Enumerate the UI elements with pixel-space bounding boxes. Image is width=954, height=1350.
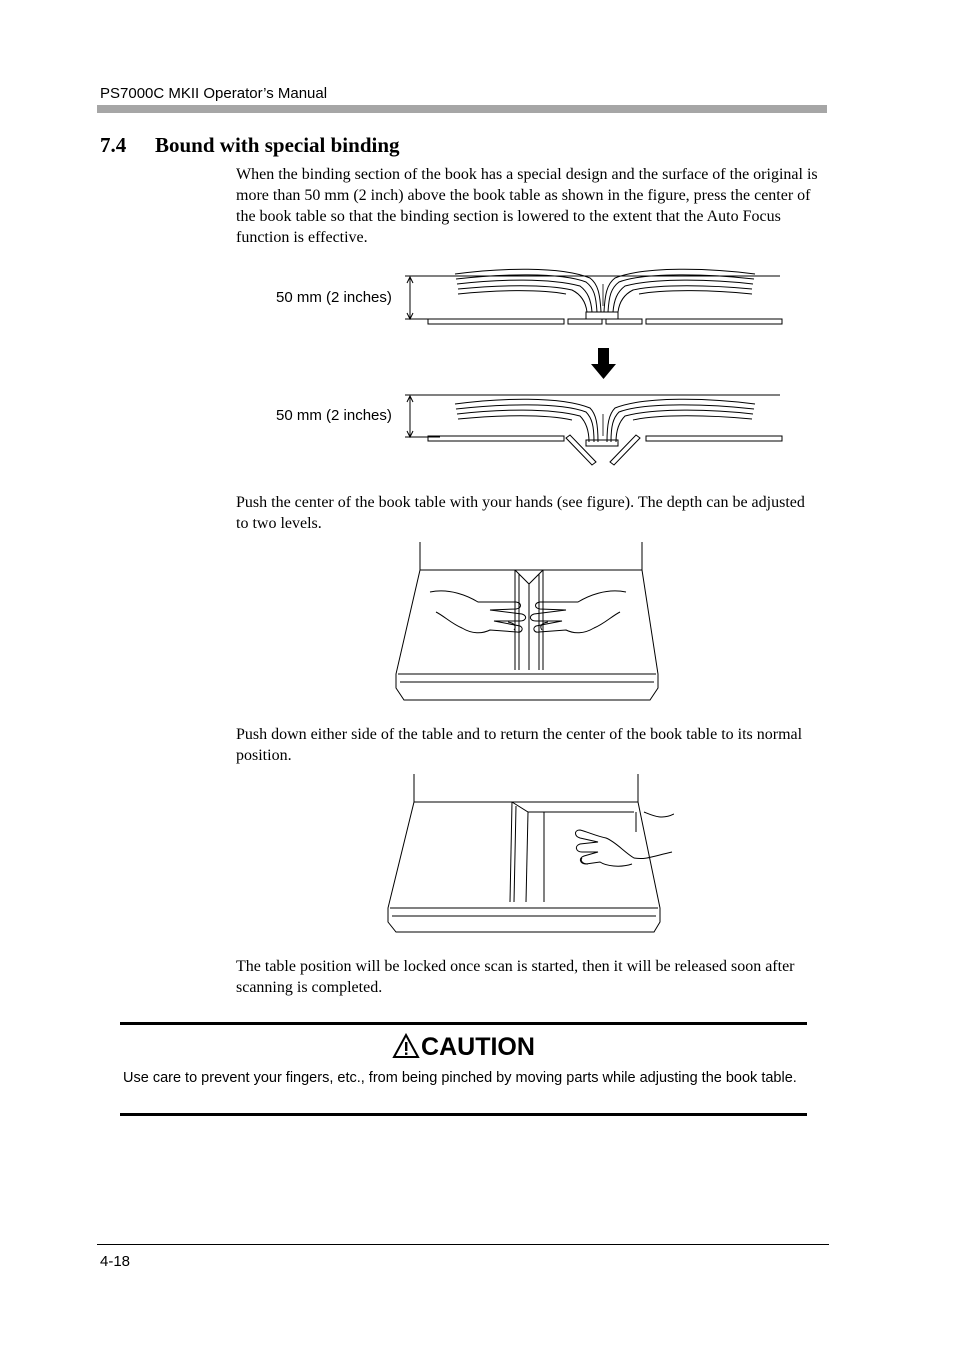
intro-paragraph: When the binding section of the book has…	[236, 166, 818, 246]
dimension-label-top: 50 mm (2 inches)	[276, 289, 392, 306]
caution-heading: CAUTION	[120, 1032, 807, 1062]
binding-diagram	[405, 268, 783, 466]
dimension-label-bottom: 50 mm (2 inches)	[276, 407, 392, 424]
footer-divider	[97, 1244, 829, 1245]
left-hand-icon	[429, 590, 527, 634]
push-center-figure	[395, 542, 659, 701]
manual-title: PS7000C MKII Operator’s Manual	[100, 85, 328, 102]
right-hand-icon	[529, 590, 627, 634]
header-divider	[97, 105, 827, 113]
section-title: Bound with special binding	[155, 133, 400, 157]
page-number: 4-18	[100, 1253, 131, 1270]
caution-bottom-rule	[120, 1113, 807, 1116]
book-lowered-diagram	[405, 394, 783, 466]
push-side-figure	[387, 774, 674, 933]
caution-top-rule	[120, 1022, 807, 1025]
section-heading: 7.4 Bound with special binding	[100, 133, 400, 158]
push-center-paragraph: Push the center of the book table with y…	[236, 494, 805, 532]
hand-icon	[575, 811, 674, 867]
caution-label: CAUTION	[421, 1033, 535, 1061]
caution-text: Use care to prevent your fingers, etc., …	[123, 1070, 797, 1086]
warning-triangle-icon	[392, 1032, 420, 1058]
push-side-paragraph: Push down either side of the table and t…	[236, 726, 803, 764]
book-raised-diagram	[405, 268, 783, 325]
section-number: 7.4	[100, 133, 127, 157]
down-arrow-icon	[591, 348, 616, 379]
lock-paragraph: The table position will be locked once s…	[236, 958, 795, 996]
